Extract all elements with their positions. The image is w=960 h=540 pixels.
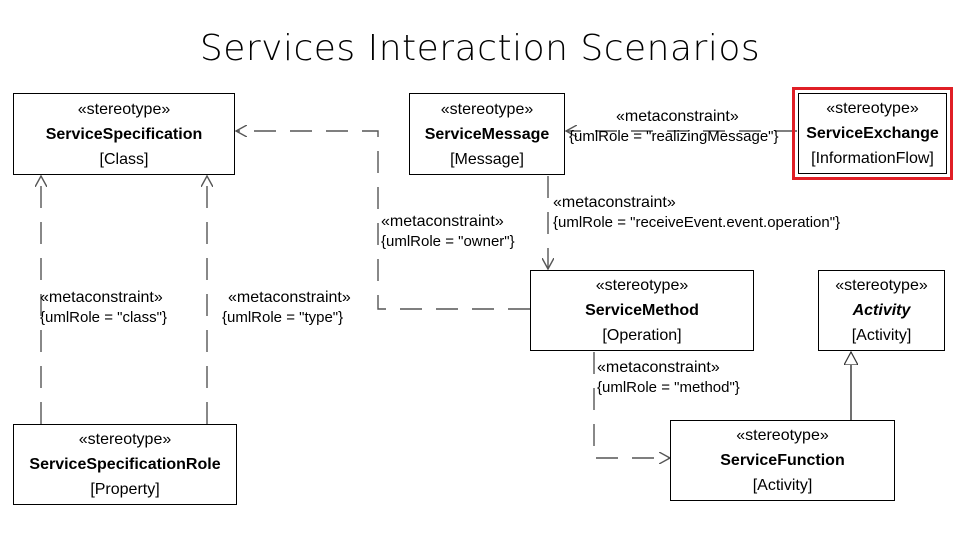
metaclass-label: [Message] — [450, 150, 524, 168]
metaclass-label: [Operation] — [602, 327, 682, 344]
serviceexchange-box: «stereotype» ServiceExchange [Informatio… — [792, 87, 953, 180]
metaclass-label: [Class] — [99, 150, 149, 168]
element-name: ServiceFunction — [720, 452, 845, 469]
metaconstraint-role: {umlRole = "receiveEvent.event.operation… — [553, 214, 841, 231]
activity-box: «stereotype» Activity [Activity] — [818, 270, 945, 351]
servicefunction-box: «stereotype» ServiceFunction [Activity] — [670, 420, 895, 501]
metaconstraint-keyword: «metaconstraint» — [381, 213, 504, 230]
metaconstraint-role: {umlRole = "class"} — [40, 309, 167, 326]
metaconstraint-type: «metaconstraint» {umlRole = "type"} — [222, 288, 351, 328]
metaconstraint-keyword: «metaconstraint» — [553, 194, 676, 211]
page-title: Services Interaction Scenarios — [199, 28, 761, 69]
element-name: ServiceSpecification — [45, 125, 203, 143]
metaconstraint-owner: «metaconstraint» {umlRole = "owner"} — [381, 212, 515, 252]
element-name: Activity — [852, 302, 911, 319]
metaconstraint-realizing-message: «metaconstraint» {umlRole = "realizingMe… — [569, 107, 779, 147]
metaconstraint-receive-event: «metaconstraint» {umlRole = "receiveEven… — [553, 193, 840, 233]
edge-method — [593, 352, 670, 458]
metaconstraint-role: {umlRole = "type"} — [222, 309, 344, 326]
stereotype-label: «stereotype» — [835, 277, 928, 294]
servicespecificationrole-box: «stereotype» ServiceSpecificationRole [P… — [13, 424, 237, 505]
metaclass-label: [InformationFlow] — [811, 150, 934, 167]
stereotype-label: «stereotype» — [78, 431, 172, 448]
metaclass-label: [Property] — [90, 481, 160, 498]
stereotype-label: «stereotype» — [595, 277, 689, 294]
edge-owner — [236, 131, 530, 310]
metaconstraint-role: {umlRole = "realizingMessage"} — [569, 128, 779, 145]
metaconstraint-keyword: «metaconstraint» — [228, 289, 351, 306]
metaconstraint-method: «metaconstraint» {umlRole = "method"} — [597, 358, 740, 398]
metaconstraint-keyword: «metaconstraint» — [616, 108, 739, 125]
metaconstraint-role: {umlRole = "method"} — [597, 379, 740, 396]
element-name: ServiceSpecificationRole — [29, 456, 221, 473]
metaclass-label: [Activity] — [851, 327, 912, 344]
stereotype-label: «stereotype» — [736, 427, 829, 444]
metaconstraint-role: {umlRole = "owner"} — [381, 233, 515, 250]
servicemessage-box: «stereotype» ServiceMessage [Message] — [409, 93, 565, 175]
element-name: ServiceExchange — [806, 125, 939, 142]
stereotype-label: «stereotype» — [826, 100, 919, 117]
servicespecification-box: «stereotype» ServiceSpecification [Class… — [13, 93, 235, 175]
metaclass-label: [Activity] — [752, 477, 813, 494]
stereotype-label: «stereotype» — [77, 100, 171, 118]
element-name: ServiceMessage — [424, 125, 550, 143]
metaconstraint-class: «metaconstraint» {umlRole = "class"} — [40, 288, 167, 328]
element-name: ServiceMethod — [585, 302, 699, 319]
metaconstraint-keyword: «metaconstraint» — [40, 289, 163, 306]
metaconstraint-keyword: «metaconstraint» — [597, 359, 720, 376]
stereotype-label: «stereotype» — [440, 100, 534, 118]
servicemethod-box: «stereotype» ServiceMethod [Operation] — [530, 270, 754, 351]
